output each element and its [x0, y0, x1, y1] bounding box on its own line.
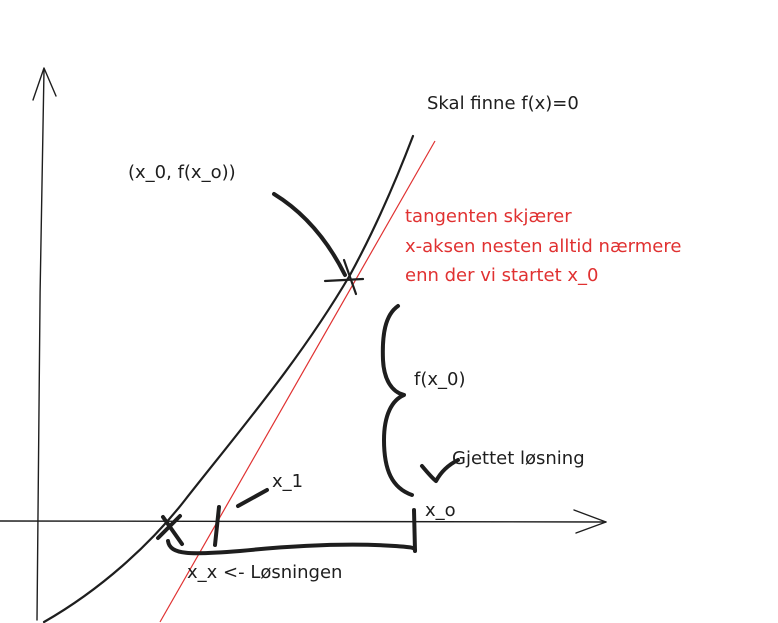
x0-tick — [412, 508, 417, 553]
x1-label: x_1 — [272, 471, 304, 492]
function-curve — [42, 134, 415, 623]
tangent-note-line-2: x-aksen nesten alltid nærmere — [405, 236, 682, 257]
f-value-brace — [380, 304, 414, 497]
tangent-line — [159, 140, 436, 623]
y-axis — [36, 69, 45, 621]
guess-pointer — [420, 458, 460, 483]
tangent-note-line-1: tangenten skjærer — [405, 206, 572, 227]
point-marker-x0 — [323, 258, 365, 296]
x1-tick — [213, 505, 221, 547]
point-pointer — [272, 192, 347, 277]
x-axis-arrowhead — [573, 509, 607, 534]
goal-label: Skal finne f(x)=0 — [427, 93, 579, 114]
tangent-note-line-3: enn der vi startet x_0 — [405, 265, 599, 286]
point-label: (x_0, f(x_o)) — [128, 162, 236, 183]
solution-bracket — [166, 539, 417, 556]
solution-label: x_x <- Løsningen — [187, 562, 343, 583]
y-axis-arrowhead — [32, 67, 57, 101]
f-value-label: f(x_0) — [414, 369, 466, 390]
guess-label: Gjettet løsning — [452, 448, 585, 469]
root-marker — [156, 514, 184, 546]
x0-label: x_o — [425, 500, 456, 521]
x1-pointer — [236, 488, 269, 508]
x-axis — [0, 520, 607, 523]
